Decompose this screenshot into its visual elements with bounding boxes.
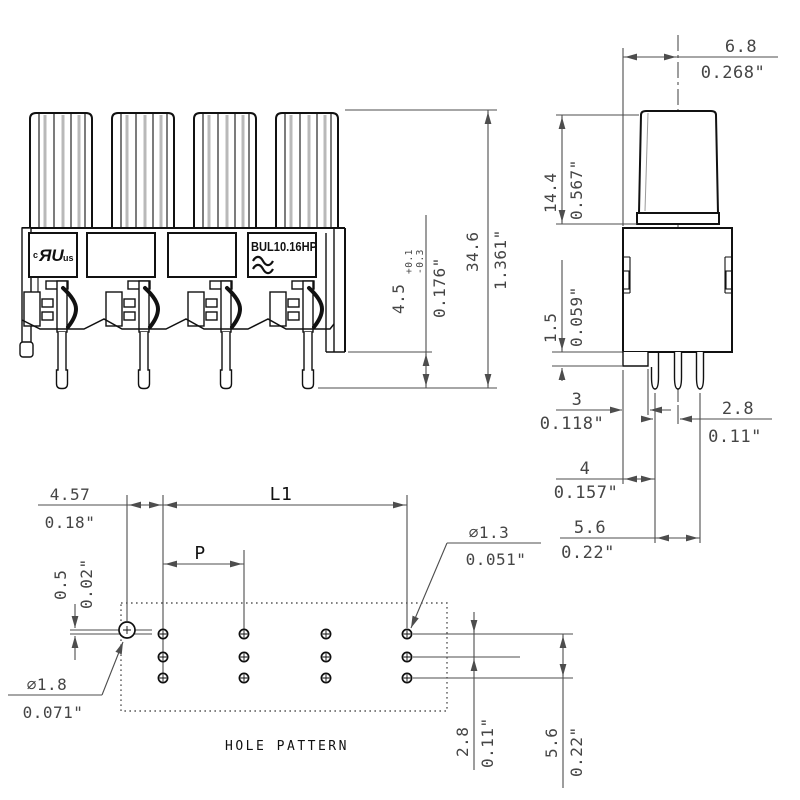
clamp-units [23, 280, 325, 390]
side-view: 6.8 0.268" 14.4 0.567" 1.5 0.059" [540, 35, 778, 563]
dim-text: 0.5 [51, 570, 70, 600]
dim-text-inch: 0.118" [540, 414, 604, 434]
solder-pin-side [673, 352, 683, 390]
dim-text-inch: 0.11" [708, 427, 762, 447]
wire-window [28, 232, 78, 278]
dim-width: 6.8 0.268" [623, 37, 778, 83]
dim-text: 1.5 [541, 313, 560, 343]
dim-text-inch: 0.567" [567, 159, 586, 220]
dim-text: P [194, 543, 205, 564]
callout-large-hole: ⌀1.8 0.071" [8, 641, 124, 722]
dim-text-inch: 0.071" [23, 703, 84, 722]
pusher-icon [275, 112, 339, 228]
mounting-hole [118, 621, 136, 639]
ul-mark-prefix: c [33, 250, 38, 260]
pcb-outline [120, 602, 448, 712]
callout-small-hole: ⌀1.3 0.051" [410, 523, 541, 629]
wire-window [247, 232, 317, 278]
dim-text-inch: 0.11" [478, 717, 497, 768]
dim-pin-pitch: 2.8 0.11" [641, 399, 772, 447]
ul-mark-suffix: us [63, 253, 74, 263]
dim-text-inch: 0.268" [701, 63, 765, 83]
dim-row-span: 5.6 0.22" [542, 634, 586, 788]
clamp-unit [187, 280, 243, 390]
pusher-row [29, 112, 339, 228]
dim-text: 4 [580, 459, 591, 479]
dim-text: 34.6 [463, 231, 482, 272]
dim-text: 6.8 [725, 37, 757, 57]
dim-text: 3 [572, 390, 583, 410]
front-view: c ЯU us BUL10.16HP [19, 109, 510, 390]
solder-pin [301, 332, 315, 390]
dim-pitch-p: P [163, 543, 244, 568]
clamp-unit [105, 280, 161, 390]
dim-text: ⌀1.3 [469, 523, 510, 542]
left-foot [19, 341, 34, 358]
pin-holes [157, 628, 413, 684]
dim-text: 5.6 [542, 728, 561, 758]
dim-pusher-height: 14.4 0.567" [541, 114, 639, 225]
housing-side [622, 227, 733, 353]
dim-tol-plus: +0.1 [404, 249, 415, 274]
view-title: HOLE PATTERN [225, 739, 349, 754]
clamp-unit [269, 280, 325, 390]
ul-mark-core: ЯU [38, 246, 64, 265]
dim-text: 5.6 [574, 518, 606, 538]
solder-pin-side [695, 352, 705, 390]
dim-tol-minus: -0.3 [415, 249, 426, 274]
dim-overall-height: 34.6 1.361" [345, 109, 510, 388]
dim-text: 2.8 [722, 399, 754, 419]
clamp-unit [23, 280, 79, 390]
solder-pin-side [650, 352, 660, 390]
dim-text-inch: 0.157" [554, 483, 618, 503]
dim-text: L1 [270, 484, 293, 505]
dim-text: 14.4 [541, 172, 560, 213]
dim-text: 4.57 [50, 485, 91, 504]
solder-pin [219, 332, 233, 390]
dim-lip: 3 0.118" [540, 390, 671, 434]
dim-row-gap: 2.8 0.11" [453, 612, 497, 770]
dim-text-inch: 0.22" [567, 726, 586, 777]
dim-text-inch: 0.18" [45, 513, 96, 532]
dim-text-inch: 0.176" [430, 257, 449, 318]
hole-pattern-view: 4.57 0.18" L1 P 0.5 0.02" ⌀1.3 0.051" [8, 484, 586, 788]
dim-row-offset: 0.5 0.02" [51, 558, 96, 660]
pusher-icon [29, 112, 93, 228]
wire-window [86, 232, 156, 278]
wire-window [167, 232, 237, 278]
dim-clearance: 4.5 +0.1 -0.3 0.176" [318, 215, 497, 389]
pusher-icon [193, 112, 257, 228]
dim-text-inch: 0.22" [561, 543, 615, 563]
dim-text-inch: 0.051" [466, 550, 527, 569]
pusher-side [637, 110, 720, 214]
dim-text-inch: 0.059" [567, 286, 586, 347]
weidmueller-logo-icon [252, 255, 274, 275]
dim-step: 1.5 0.059" [541, 260, 623, 381]
solder-pin [55, 332, 69, 390]
dim-text: 4.5 [389, 284, 408, 314]
mounting-lip [622, 352, 649, 367]
ul-mark: c ЯU us [33, 246, 74, 265]
housing-bottom-profile [21, 318, 335, 330]
dim-text: 2.8 [453, 727, 472, 757]
dim-edge-offset: 4.57 0.18" [38, 485, 407, 532]
dim-text: ⌀1.8 [27, 675, 68, 694]
dim-text-inch: 0.02" [77, 558, 96, 609]
pusher-icon [111, 112, 175, 228]
solder-pin [137, 332, 151, 390]
dim-length-l1: L1 [165, 484, 405, 509]
dim-edge-to-pin: 4 0.157" [554, 459, 655, 503]
dim-text-inch: 1.361" [491, 229, 510, 290]
dim-pin-span: 5.6 0.22" [560, 518, 700, 563]
part-number-label: BUL10.16HP [251, 239, 317, 254]
